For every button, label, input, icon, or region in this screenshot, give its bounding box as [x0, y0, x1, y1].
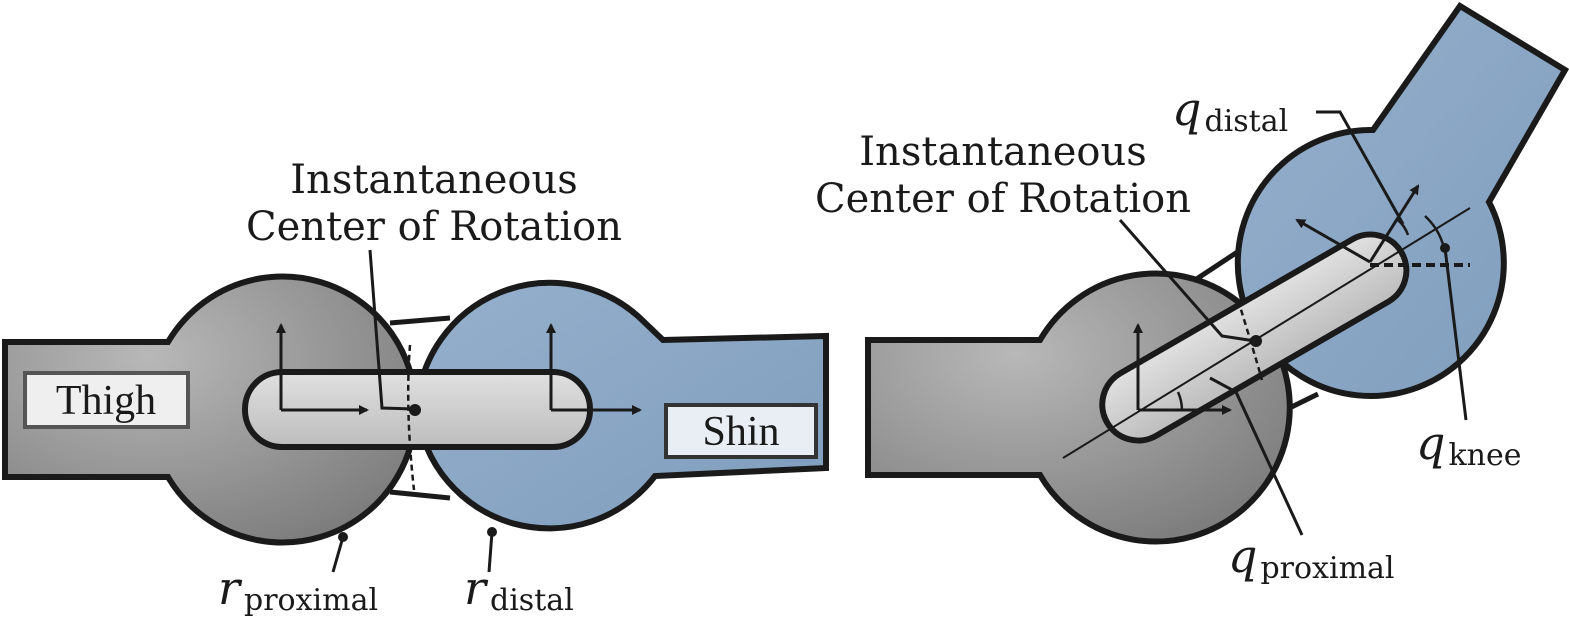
- q-proximal-leader: [1209, 376, 1304, 536]
- r-distal-leader: [487, 531, 494, 573]
- shin-label: Shin: [702, 409, 779, 455]
- thigh-label-box: [23, 371, 190, 429]
- right-icr-point: [1250, 335, 1262, 347]
- q-proximal-arc: [1176, 391, 1184, 411]
- left-icr-label-line2: Center of Rotation: [246, 204, 622, 250]
- left-strap-bottom: [389, 489, 451, 501]
- left-panel: Thigh Shin Instantaneous Center of Rotat…: [2, 157, 829, 618]
- q-knee-leader: [1443, 247, 1468, 421]
- shin-label-box: [664, 403, 818, 459]
- r-proximal-leader: [331, 536, 345, 573]
- q-distal-leader: [1316, 110, 1405, 225]
- right-shin-axis-b: [1368, 184, 1420, 263]
- left-strap-top: [389, 315, 451, 326]
- right-shin-axis-a: [1295, 218, 1371, 264]
- thigh-label: Thigh: [56, 378, 156, 424]
- left-icr-label-line1: Instantaneous: [290, 157, 578, 203]
- left-contact-dashed: [406, 344, 416, 491]
- q-distal-arc: [1397, 219, 1410, 236]
- right-icr-label-line1: Instantaneous: [859, 129, 1147, 175]
- right-slot-centerline: [1062, 207, 1471, 459]
- right-icr-leader: [1118, 219, 1256, 343]
- right-icr-label-line2: Center of Rotation: [815, 176, 1191, 222]
- left-icr-point: [409, 404, 421, 416]
- left-icr-leader: [368, 249, 415, 411]
